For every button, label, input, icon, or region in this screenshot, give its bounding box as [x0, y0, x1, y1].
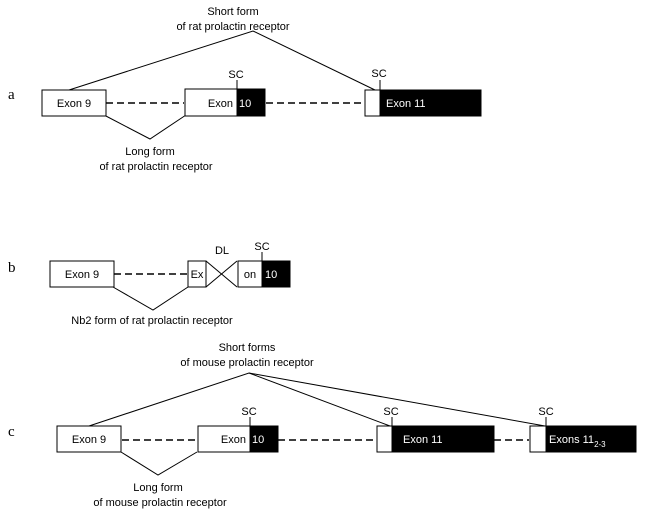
- sc-label-10: SC: [228, 69, 243, 81]
- exon-10-label-left: Exon: [221, 434, 246, 446]
- exon-11-white-part: [364, 89, 381, 117]
- panel-a-letter: a: [8, 87, 15, 103]
- exons-11b-white-part: [529, 425, 547, 453]
- long-form-title-line1: Long form: [125, 146, 175, 158]
- ex-label: Ex: [191, 269, 204, 281]
- exon-11-coding-part: [379, 89, 482, 117]
- short-form-splice-line-1: [88, 372, 391, 427]
- panel-c-letter: c: [8, 424, 15, 440]
- short-form-splice-line: [68, 30, 376, 91]
- exon-10-white-part: [184, 88, 238, 117]
- sc-label-11b: SC: [538, 406, 553, 418]
- exons-11b-label: Exons 112-3: [549, 434, 606, 449]
- exon-9-box: [41, 89, 107, 117]
- sc-label: SC: [254, 241, 269, 253]
- exon-10-coding-part: [249, 425, 279, 453]
- panel-b-letter: b: [8, 260, 16, 276]
- long-form-title-line2: of rat prolactin receptor: [99, 161, 212, 173]
- sc-label-11: SC: [383, 406, 398, 418]
- exon-10-white-part: [197, 425, 251, 453]
- short-form-title-line2: of rat prolactin receptor: [176, 21, 289, 33]
- exon-9-box: [49, 260, 115, 288]
- nb2-form-title: Nb2 form of rat prolactin receptor: [71, 315, 233, 327]
- long-form-title-line2: of mouse prolactin receptor: [93, 497, 227, 509]
- panel-a: a Exon 9 Exon 10 SC Exon 11 SC Short for…: [8, 6, 482, 173]
- long-form-title-line1: Long form: [133, 482, 183, 494]
- sc-label-10: SC: [241, 406, 256, 418]
- ten-label: 10: [265, 269, 277, 281]
- exon-11-white-part: [376, 425, 393, 453]
- exon-10-label-left: Exon: [208, 98, 233, 110]
- exon-10-5prime-part: [187, 260, 207, 288]
- short-forms-title-line2: of mouse prolactin receptor: [180, 357, 314, 369]
- panel-c: c Exon 9 Exon 10 SC Exon 11 SC Exons 112…: [8, 342, 637, 509]
- short-form-splice-line-2: [248, 372, 546, 427]
- long-form-splice-line: [103, 114, 187, 140]
- on-label: on: [244, 269, 256, 281]
- exon-11-label: Exon 11: [403, 434, 443, 446]
- exons-11b-label-subscript: 2-3: [594, 440, 606, 449]
- dl-label: DL: [215, 245, 229, 257]
- deletion-cross-line-2: [205, 260, 238, 288]
- exons-11b-coding-part: [545, 425, 637, 453]
- short-forms-title-line1: Short forms: [219, 342, 276, 354]
- long-form-splice-line: [120, 451, 198, 476]
- exon-11-coding-part: [391, 425, 495, 453]
- exon-10-label-right: 10: [252, 434, 264, 446]
- sc-label-11: SC: [371, 68, 386, 80]
- exon-9-label: Exon 9: [57, 98, 91, 110]
- exon-10-coding-part: [261, 260, 291, 288]
- panel-b: b Exon 9 Ex DL on 10 SC Nb2 form of rat …: [8, 241, 291, 327]
- exon-9-label: Exon 9: [65, 269, 99, 281]
- exon-9-label: Exon 9: [72, 434, 106, 446]
- nb2-splice-line: [112, 286, 189, 311]
- short-form-title-line1: Short form: [207, 6, 258, 18]
- exons-11b-label-main: Exons 11: [549, 434, 594, 446]
- exon-10-label-right: 10: [239, 98, 251, 110]
- exon-10-coding-part: [236, 88, 266, 117]
- exon-11-label: Exon 11: [386, 98, 426, 110]
- exon-9-box: [56, 425, 122, 453]
